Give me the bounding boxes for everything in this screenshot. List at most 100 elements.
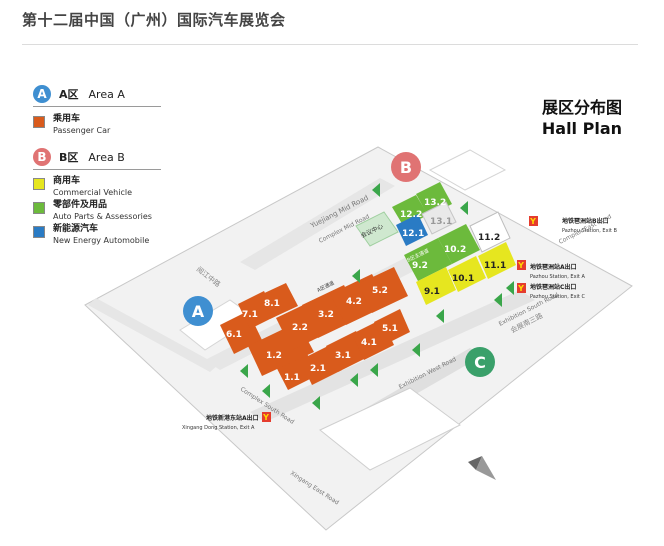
hall-4-2-label: 4.2 (346, 297, 362, 307)
hall-5-2[interactable] (358, 267, 408, 313)
arrow-icon (370, 363, 378, 377)
metro-icon-label: Y (517, 261, 524, 270)
hall-13-2-label: 13.2 (424, 198, 446, 208)
area-b-code: B区 (59, 151, 79, 164)
pad-northeast (428, 149, 507, 191)
metro-icon (517, 283, 526, 293)
hall-3-1-label: 3.1 (335, 351, 351, 361)
xingang-label-en: Xingang Dong Station, Exit A (182, 425, 255, 431)
hall-10-1-label: 10.1 (452, 274, 474, 284)
plaza-pad (319, 387, 461, 471)
hall-4-1-label: 4.1 (361, 338, 377, 348)
hall-1-2-label: 1.2 (266, 351, 282, 361)
parts-label-cn: 零部件及用品 (53, 200, 108, 210)
hall-13-1-label: 13.1 (430, 217, 452, 227)
hall-9-1-label: 9.1 (424, 287, 440, 297)
legend-item-new-energy: 新能源汽车 New Energy Automobile (33, 224, 149, 246)
pazhou-a-label: 地铁琶洲站A出口 (530, 263, 577, 271)
new-energy-swatch (33, 226, 45, 238)
area-a-badge-icon: A (33, 85, 51, 103)
hall-10-1[interactable] (448, 256, 486, 292)
passenger-label-en: Passenger Car (53, 126, 111, 135)
hall-12-1[interactable] (396, 214, 428, 246)
arrow-icon (494, 293, 502, 307)
hall-6-1-label: 6.1 (226, 330, 242, 340)
arrow-icon (240, 364, 248, 378)
hall-11-2-label: 11.2 (478, 233, 500, 243)
area-b-name: Area B (88, 150, 125, 164)
arrow-icon (506, 281, 514, 295)
hall-13-1[interactable] (421, 201, 457, 235)
legend-area-b: B B区 Area B (33, 147, 125, 167)
legend-item-commercial: 商用车 Commercial Vehicle (33, 176, 132, 198)
hall-8-1[interactable] (258, 283, 298, 319)
arrow-icon (412, 343, 420, 357)
hall-plan-title-cn: 展区分布图 (541, 98, 622, 117)
north-arrow-icon (468, 456, 496, 480)
passenger-swatch (33, 116, 45, 128)
area-c-map-badge-label: C (474, 353, 486, 372)
area-a-map-badge (183, 296, 213, 326)
arrow-icon (372, 183, 380, 197)
hall-5-1[interactable] (374, 309, 410, 345)
metro-icon-label: Y (517, 284, 524, 293)
commercial-label-en: Commercial Vehicle (53, 188, 132, 197)
conference-center (355, 211, 399, 247)
hall-10-2[interactable] (438, 224, 480, 264)
hall-plan-title-en: Hall Plan (541, 119, 622, 138)
hall-11-1-label: 11.1 (484, 261, 506, 271)
hall-9-2-label: 9.2 (412, 261, 428, 271)
arrow-icon (350, 373, 358, 387)
area-b-halls (355, 182, 516, 305)
hall-2-2-label: 2.2 (292, 323, 308, 333)
road-band-south (250, 290, 535, 422)
hall-3-2-label: 3.2 (318, 310, 334, 320)
hall-11-1[interactable] (478, 242, 516, 279)
area-b-map-badge (391, 152, 421, 182)
arrow-icon (312, 396, 320, 410)
hall-9-2[interactable] (404, 238, 452, 281)
metro-icon-label: Y (262, 413, 269, 422)
hall-5-1-label: 5.1 (382, 324, 398, 334)
passenger-label-cn: 乘用车 (53, 114, 81, 124)
area-a-map-badge-label: A (192, 302, 205, 321)
road-band-north (240, 178, 395, 270)
pazhou-a-label-en: Pazhou Station, Exit A (530, 274, 585, 280)
hall-5-2-label: 5.2 (372, 286, 388, 296)
area-c-map-badge (465, 347, 495, 377)
hall-7-1-label: 7.1 (242, 310, 258, 320)
area-a-name: Area A (88, 87, 125, 101)
area-b-divider (33, 169, 161, 170)
pazhou-b-label-en: Pazhou Station, Exit B (562, 228, 617, 234)
metro-icon (529, 216, 538, 226)
commercial-label-cn: 商用车 (53, 176, 81, 186)
legend-area-a: A A区 Area A (33, 84, 125, 104)
new-energy-label-cn: 新能源汽车 (53, 224, 99, 234)
metro-icon (262, 412, 271, 422)
road-band-west (88, 298, 218, 372)
arrow-icon (436, 309, 444, 323)
parts-swatch (33, 202, 45, 214)
new-energy-label-en: New Energy Automobile (53, 236, 150, 245)
area-b-badge-icon: B (33, 148, 51, 166)
parts-label-en: Auto Parts & Assessories (53, 212, 152, 221)
pazhou-b-label: 地铁琶洲站B出口 (562, 217, 609, 225)
pazhou-c-label-en: Pazhou Station, Exit C (530, 294, 585, 300)
hall-8-1-label: 8.1 (264, 299, 280, 309)
hall-1-1-label: 1.1 (284, 373, 300, 383)
commercial-swatch (33, 178, 45, 190)
page-title: 第十二届中国（广州）国际汽车展览会 (22, 11, 286, 29)
hall-10-2-label: 10.2 (444, 245, 466, 255)
hall-9-1[interactable] (416, 267, 456, 305)
metro-markers: Y Y Y Y (262, 216, 538, 422)
pazhou-c-label: 地铁琶洲站C出口 (530, 283, 576, 291)
title-divider (22, 44, 638, 45)
xingang-label: 地铁新港东站A出口 (206, 414, 259, 422)
hall-12-1-label: 12.1 (402, 229, 424, 239)
metro-icon (517, 260, 526, 270)
area-a-halls (220, 267, 410, 390)
hall-11-2[interactable] (469, 211, 511, 253)
metro-icon-label: Y (529, 217, 536, 226)
hall-2-1-label: 2.1 (310, 364, 326, 374)
